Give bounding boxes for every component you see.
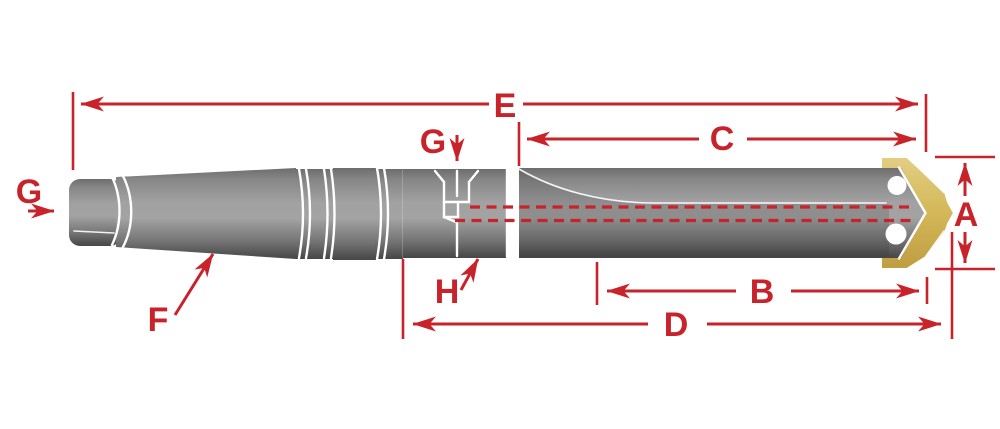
dimension-label-D: D	[664, 306, 689, 344]
dimension-C: C	[517, 120, 917, 166]
tang-junction-line	[110, 175, 121, 247]
dimension-B: B	[595, 262, 929, 311]
dimension-D: D	[401, 232, 954, 344]
dimension-label-C: C	[710, 120, 735, 158]
dimension-label-B: B	[750, 273, 775, 311]
leader-arrow	[173, 253, 215, 316]
callout-G-coolant-inlet: G	[420, 123, 465, 162]
dimension-label-A: A	[954, 196, 979, 234]
insert-hole-top	[887, 176, 907, 195]
tang-flat-line	[73, 230, 115, 234]
flute-edge-line	[518, 168, 887, 204]
leader-arrow	[459, 258, 480, 291]
insert-facet-line-bottom	[925, 230, 945, 257]
spade-drill-holder	[69, 156, 956, 270]
dimension-label-E: E	[494, 87, 517, 125]
coolant-inlet-pocket	[433, 169, 480, 258]
flange	[403, 169, 508, 258]
insert-hole-bottom	[885, 223, 907, 245]
shank-tang	[69, 179, 121, 246]
callout-G-shank-end: G	[16, 173, 55, 219]
flange-groove-lines	[505, 166, 521, 259]
morse-taper-shank	[116, 168, 296, 259]
flute-body	[519, 168, 926, 258]
callout-label-G-coolant-inlet: G	[420, 123, 446, 161]
shank-groove-lines	[297, 166, 406, 261]
collar	[333, 168, 376, 260]
callout-F: F	[148, 253, 215, 339]
holder-point-edge	[897, 166, 927, 260]
dimension-E: E	[71, 87, 928, 170]
dimension-A: A	[935, 155, 995, 271]
flute-shadow	[519, 170, 889, 257]
neck-section	[296, 169, 333, 259]
callout-label-F: F	[148, 301, 169, 339]
callout-label-G-shank-end: G	[16, 173, 42, 211]
insert-facet-line-top	[908, 157, 945, 194]
callout-label-H: H	[435, 273, 460, 311]
callout-H: H	[435, 258, 480, 311]
tang-junction-line-2	[121, 174, 133, 249]
neck-section-2	[375, 169, 405, 259]
